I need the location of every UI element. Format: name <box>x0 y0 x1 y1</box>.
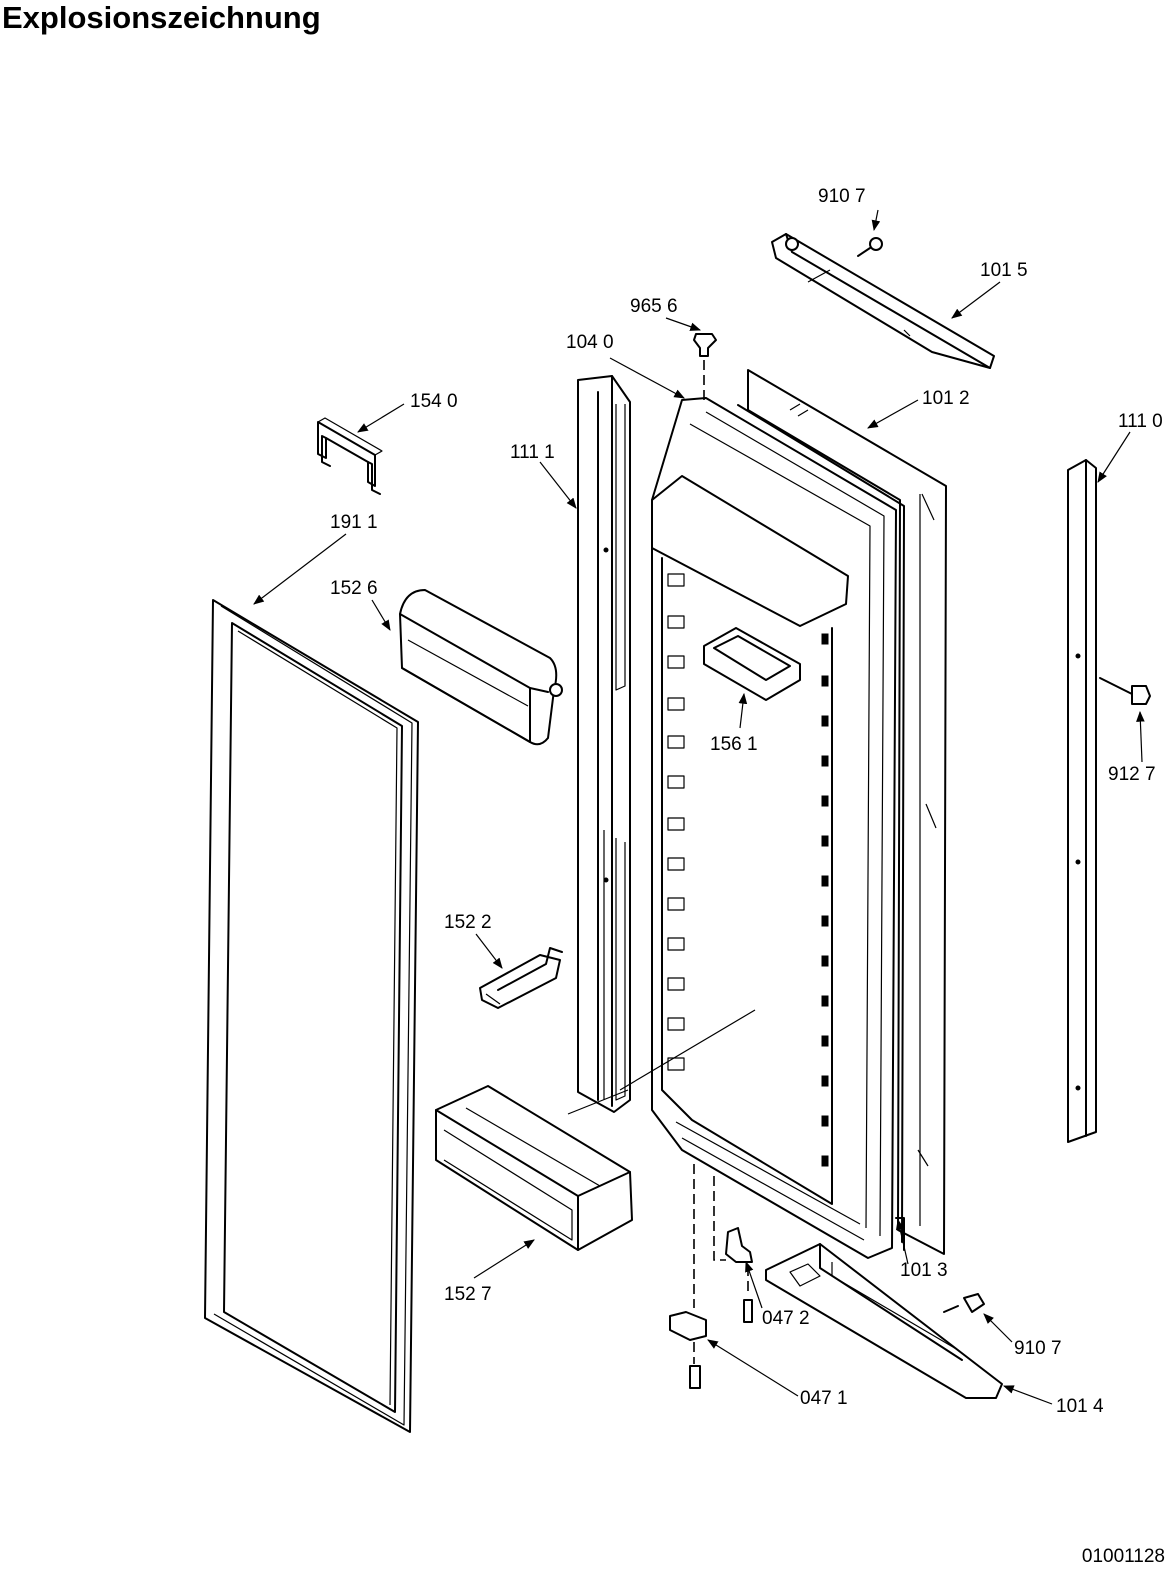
label-152-2: 152 2 <box>444 912 492 933</box>
leader-lines <box>253 209 1145 1405</box>
hinge-bracket-part <box>713 1176 753 1323</box>
label-101-4: 101 4 <box>1056 1396 1104 1417</box>
left-trim-strip-part <box>577 375 631 1113</box>
label-152-6: 152 6 <box>330 578 378 599</box>
outer-door-panel-part <box>737 369 947 1255</box>
label-047-1: 047 1 <box>800 1388 848 1409</box>
top-channel-part <box>771 233 995 369</box>
label-101-3: 101 3 <box>900 1260 948 1281</box>
screw-top-part <box>857 237 883 257</box>
label-910-7-top: 910 7 <box>818 186 866 207</box>
label-152-7: 152 7 <box>444 1284 492 1305</box>
drawing-number: 01001128 <box>1081 1546 1165 1567</box>
part-labels: 910 7 101 5 965 6 104 0 101 2 154 0 111 … <box>330 186 1163 1417</box>
label-101-2: 101 2 <box>922 388 970 409</box>
label-156-1: 156 1 <box>710 734 758 755</box>
door-side-strip-part <box>895 1217 905 1251</box>
label-104-0: 104 0 <box>566 332 614 353</box>
shelf-cover-part <box>399 589 563 746</box>
page-title: Explosionszeichnung <box>2 0 321 35</box>
label-047-2: 047 2 <box>762 1308 810 1329</box>
label-965-6: 965 6 <box>630 296 678 317</box>
label-912-7: 912 7 <box>1108 764 1156 785</box>
hinge-part <box>669 1164 707 1389</box>
label-154-0: 154 0 <box>410 391 458 412</box>
bracket-part <box>317 417 383 495</box>
label-111-1: 111 1 <box>510 442 555 463</box>
inner-door-liner-part <box>567 397 897 1259</box>
label-111-0: 111 0 <box>1118 411 1163 432</box>
screw-bottom-part <box>943 1293 985 1313</box>
door-bin-part <box>435 1085 633 1251</box>
shelf-clip-part <box>479 947 563 1009</box>
label-191-1: 191 1 <box>330 512 378 533</box>
small-tray-part <box>703 627 801 701</box>
plug-part <box>693 333 717 402</box>
screw-right-part <box>1099 677 1151 705</box>
door-gasket-part <box>204 599 419 1433</box>
label-910-7-bottom: 910 7 <box>1014 1338 1062 1359</box>
right-trim-strip-part <box>1067 459 1097 1143</box>
label-101-5: 101 5 <box>980 260 1028 281</box>
bottom-hinge-plate-part <box>765 1243 1003 1399</box>
